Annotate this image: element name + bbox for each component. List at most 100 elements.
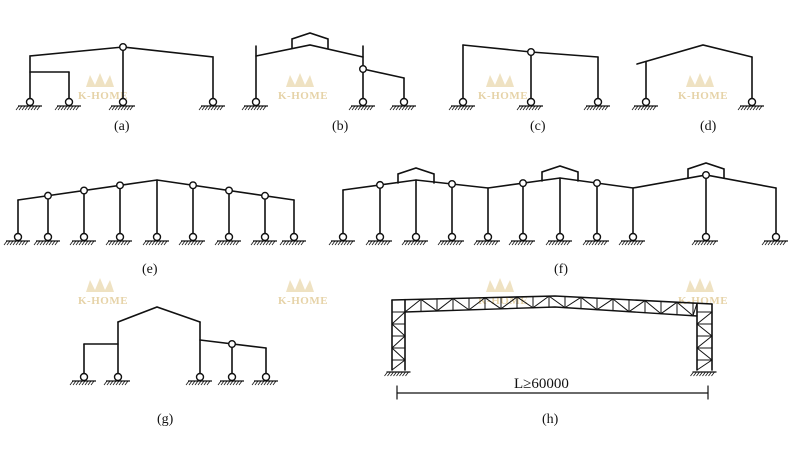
k-home-logo-icon [86, 73, 114, 87]
ground-hatch [6, 240, 11, 246]
hinge-joint [188, 181, 197, 190]
ground-hatch [557, 240, 562, 246]
ground-hatch [232, 240, 237, 246]
ground-hatch [247, 105, 252, 111]
hinge-joint [79, 186, 88, 195]
ground-hatch [81, 380, 86, 386]
pin-support [518, 232, 528, 242]
ground-hatch [271, 240, 276, 246]
ground-hatch [618, 240, 623, 246]
ground-hatch [226, 240, 231, 246]
ground-hatch [66, 105, 71, 111]
frame-g-roof [117, 306, 201, 323]
ground-hatch [365, 240, 370, 246]
ground-hatch [419, 240, 424, 246]
ground-hatch [712, 240, 717, 246]
ground-hatch [455, 240, 460, 246]
ground-hatch [220, 240, 225, 246]
ground-hatch [384, 371, 388, 377]
lattice-column-diagonal [696, 335, 713, 349]
hinge-joint [115, 181, 124, 190]
k-home-logo-icon [286, 73, 314, 87]
ground-hatch [360, 105, 365, 111]
ground-hatch [458, 240, 463, 246]
ground-hatch [196, 240, 201, 246]
ground-hatch [528, 105, 533, 111]
ground-hatch [743, 105, 748, 111]
ground-hatch [244, 105, 249, 111]
ground-hatch [525, 105, 530, 111]
ground-hatch [460, 105, 465, 111]
ground-hatch [257, 380, 262, 386]
ground-hatch [294, 240, 299, 246]
ground-hatch [219, 105, 224, 111]
ground-hatch [282, 240, 287, 246]
ground-hatch [399, 371, 403, 377]
pin-support [641, 97, 651, 107]
ground-hatch [392, 105, 397, 111]
ground-hatch [601, 105, 606, 111]
ground-hatch [72, 380, 77, 386]
ground-hatch [554, 240, 559, 246]
ground-hatch [36, 105, 41, 111]
ground-hatch [764, 240, 769, 246]
pin-support [227, 372, 237, 382]
ground-hatch [758, 105, 763, 111]
ground-hatch [357, 105, 362, 111]
frame-d-rafter [636, 44, 753, 65]
ground-hatch [114, 105, 119, 111]
ground-hatch [591, 240, 596, 246]
truss-diagonal [564, 296, 582, 309]
ground-hatch [199, 240, 204, 246]
ground-hatch [126, 105, 131, 111]
hinge-joint [593, 179, 602, 188]
ground-hatch [746, 105, 751, 111]
roof-monitor [687, 162, 725, 179]
ground-hatch [106, 380, 111, 386]
ground-hatch [519, 105, 524, 111]
ground-hatch [479, 240, 484, 246]
ground-hatch [604, 105, 609, 111]
ground-hatch [120, 240, 125, 246]
ground-hatch [711, 371, 715, 377]
frame-b-leanto-rafter [362, 68, 405, 79]
ground-hatch [401, 105, 406, 111]
ground-hatch [401, 240, 406, 246]
watermark-text: K-HOME [278, 295, 328, 307]
truss-diagonal [548, 295, 566, 309]
ground-hatch [198, 105, 203, 111]
ground-hatch [624, 240, 629, 246]
ground-hatch [256, 240, 261, 246]
ground-hatch [443, 240, 448, 246]
ground-hatch [241, 105, 246, 111]
ground-hatch [407, 240, 412, 246]
pin-support [195, 372, 205, 382]
ground-hatch [54, 105, 59, 111]
ground-hatch [534, 105, 539, 111]
ground-hatch [383, 240, 388, 246]
pin-support [13, 232, 23, 242]
ground-hatch [583, 105, 588, 111]
ground-hatch [700, 240, 705, 246]
ground-hatch [366, 105, 371, 111]
k-home-logo-icon [286, 278, 314, 292]
label-e: (e) [142, 262, 158, 277]
ground-hatch [407, 105, 412, 111]
ground-hatch [207, 105, 212, 111]
lattice-column-diagonal [696, 347, 713, 361]
pin-support [771, 232, 781, 242]
ground-hatch [54, 240, 59, 246]
ground-hatch [410, 240, 415, 246]
ground-hatch [405, 371, 409, 377]
hinge-joint [519, 179, 528, 188]
ground-hatch [260, 380, 265, 386]
ground-hatch [90, 240, 95, 246]
ground-hatch [69, 105, 74, 111]
ground-hatch [410, 105, 415, 111]
ground-hatch [482, 240, 487, 246]
k-home-logo-icon [686, 73, 714, 87]
truss-diagonal [452, 298, 470, 311]
pin-support [592, 232, 602, 242]
ground-hatch [78, 380, 83, 386]
